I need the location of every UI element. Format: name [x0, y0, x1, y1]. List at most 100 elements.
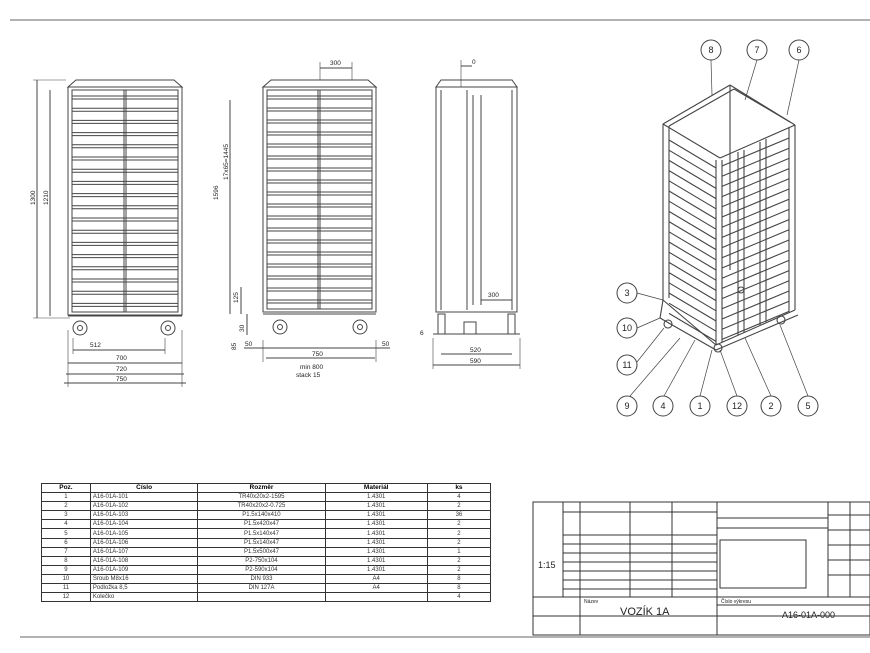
bom-cell: 2	[426, 528, 492, 539]
shelf-line	[668, 210, 717, 240]
bom-cell: P1.5x140x47	[197, 528, 326, 539]
bom-cell: 2	[426, 519, 492, 530]
bom-cell: 2	[41, 501, 91, 512]
bom-header: Materiál	[324, 482, 428, 494]
bom-cell: A16-01A-105	[89, 528, 199, 539]
bom-cell: 3	[41, 510, 91, 521]
bom-cell: DIN 127A	[197, 583, 326, 594]
bom-cell: DIN 933	[197, 573, 326, 585]
title-block	[532, 501, 870, 636]
shelf-line	[668, 292, 717, 322]
shelf-line	[668, 170, 717, 200]
shelf-line	[668, 231, 717, 261]
shelf-line	[721, 219, 790, 249]
shelf-line	[668, 180, 717, 210]
shelf-line	[668, 282, 717, 312]
bom-cell: 1.4301	[324, 510, 428, 521]
bom-cell: A16-01A-102	[89, 501, 199, 512]
project-title: VOZÍK 1A	[620, 606, 670, 618]
balloon-label: 8	[708, 45, 713, 55]
balloon-label: 6	[796, 45, 801, 55]
dim-side-c: 85	[231, 342, 238, 350]
bom-cell: 4	[426, 592, 492, 603]
bom-cell: 12	[41, 592, 91, 603]
shelf-line	[668, 251, 717, 281]
bom-cell: 1.4301	[324, 501, 428, 512]
dim-front-wheel-spacing: 512	[90, 342, 101, 349]
bom-cell: A16-01A-109	[89, 564, 199, 575]
bom-cell: P1.5x140x410	[197, 510, 326, 521]
side-view	[229, 62, 390, 362]
bom-cell: P1.5x420x47	[197, 519, 326, 530]
shelf-line	[668, 159, 717, 189]
dim-front-outer-width: 720	[116, 366, 127, 373]
bom-cell: P1.5x140x47	[197, 537, 326, 548]
bom-cell: 1.4301	[324, 546, 428, 557]
dim-side-top: 300	[330, 60, 341, 67]
scale-label: 1:15	[538, 560, 556, 570]
bom-cell: 8	[426, 583, 492, 594]
balloons	[616, 39, 819, 417]
dim-side-shelf-height: 1596	[213, 185, 220, 200]
shelf-line	[721, 310, 790, 340]
bom-cell: A4	[324, 583, 428, 594]
dim-front-height-total: 1300	[30, 190, 37, 205]
shelf-line	[668, 200, 717, 230]
shelf-line	[668, 241, 717, 271]
isometric-view	[629, 59, 809, 397]
bom-cell	[324, 592, 428, 603]
bom-cell: 8	[426, 573, 492, 585]
bom-cell: 4	[426, 492, 492, 503]
bom-cell: P2-590x104	[197, 564, 326, 575]
balloon-label: 3	[624, 288, 629, 298]
shelf-line	[668, 221, 717, 251]
bom-cell: A16-01A-106	[89, 537, 199, 548]
bom-cell: 2	[426, 501, 492, 512]
dim-front-height-inner: 1210	[43, 190, 50, 205]
balloon-label: 1	[697, 401, 702, 411]
balloon-label: 11	[622, 360, 631, 370]
bom-cell: 1.4301	[324, 519, 428, 530]
bom-cell: 1.4301	[324, 555, 428, 566]
bom-cell: A16-01A-101	[89, 492, 199, 503]
bom-cell: 2	[426, 564, 492, 575]
dim-side-left: 50	[245, 341, 253, 348]
dim-side-b: 30	[239, 324, 246, 332]
drawing-number-label: Číslo výkresu	[721, 599, 752, 605]
shelf-line	[668, 149, 717, 179]
shelf-line	[668, 190, 717, 220]
shelf-line	[721, 239, 790, 269]
shelf-line	[721, 280, 790, 310]
bom-cell	[197, 592, 326, 603]
dim-side-a: 125	[233, 292, 240, 303]
bom-cell: 1.4301	[324, 528, 428, 539]
bom-cell: A16-01A-104	[89, 519, 199, 530]
balloon-label: 5	[805, 401, 810, 411]
drawing-number: A16-01A-000	[782, 610, 836, 620]
dim-side-note: min 800	[300, 364, 324, 371]
shelf-line	[721, 188, 790, 218]
bom-cell: 9	[41, 564, 91, 575]
bom-cell: 1.4301	[324, 492, 428, 503]
dim-front-base-width: 750	[116, 376, 127, 383]
shelf-line	[668, 312, 717, 342]
shelf-line	[668, 272, 717, 302]
bom-cell: 1	[426, 546, 492, 557]
bom-cell: 1.4301	[324, 564, 428, 575]
dim-end-inner: 520	[470, 347, 481, 354]
shelf-line	[721, 198, 790, 228]
dim-end-foot: 6	[420, 330, 424, 337]
balloon-label: 12	[732, 401, 742, 411]
bom-cell: 36	[426, 510, 492, 521]
bom-cell: TR40x20x2-1595	[197, 492, 326, 503]
shelf-line	[668, 139, 717, 169]
shelf-line	[721, 168, 790, 198]
